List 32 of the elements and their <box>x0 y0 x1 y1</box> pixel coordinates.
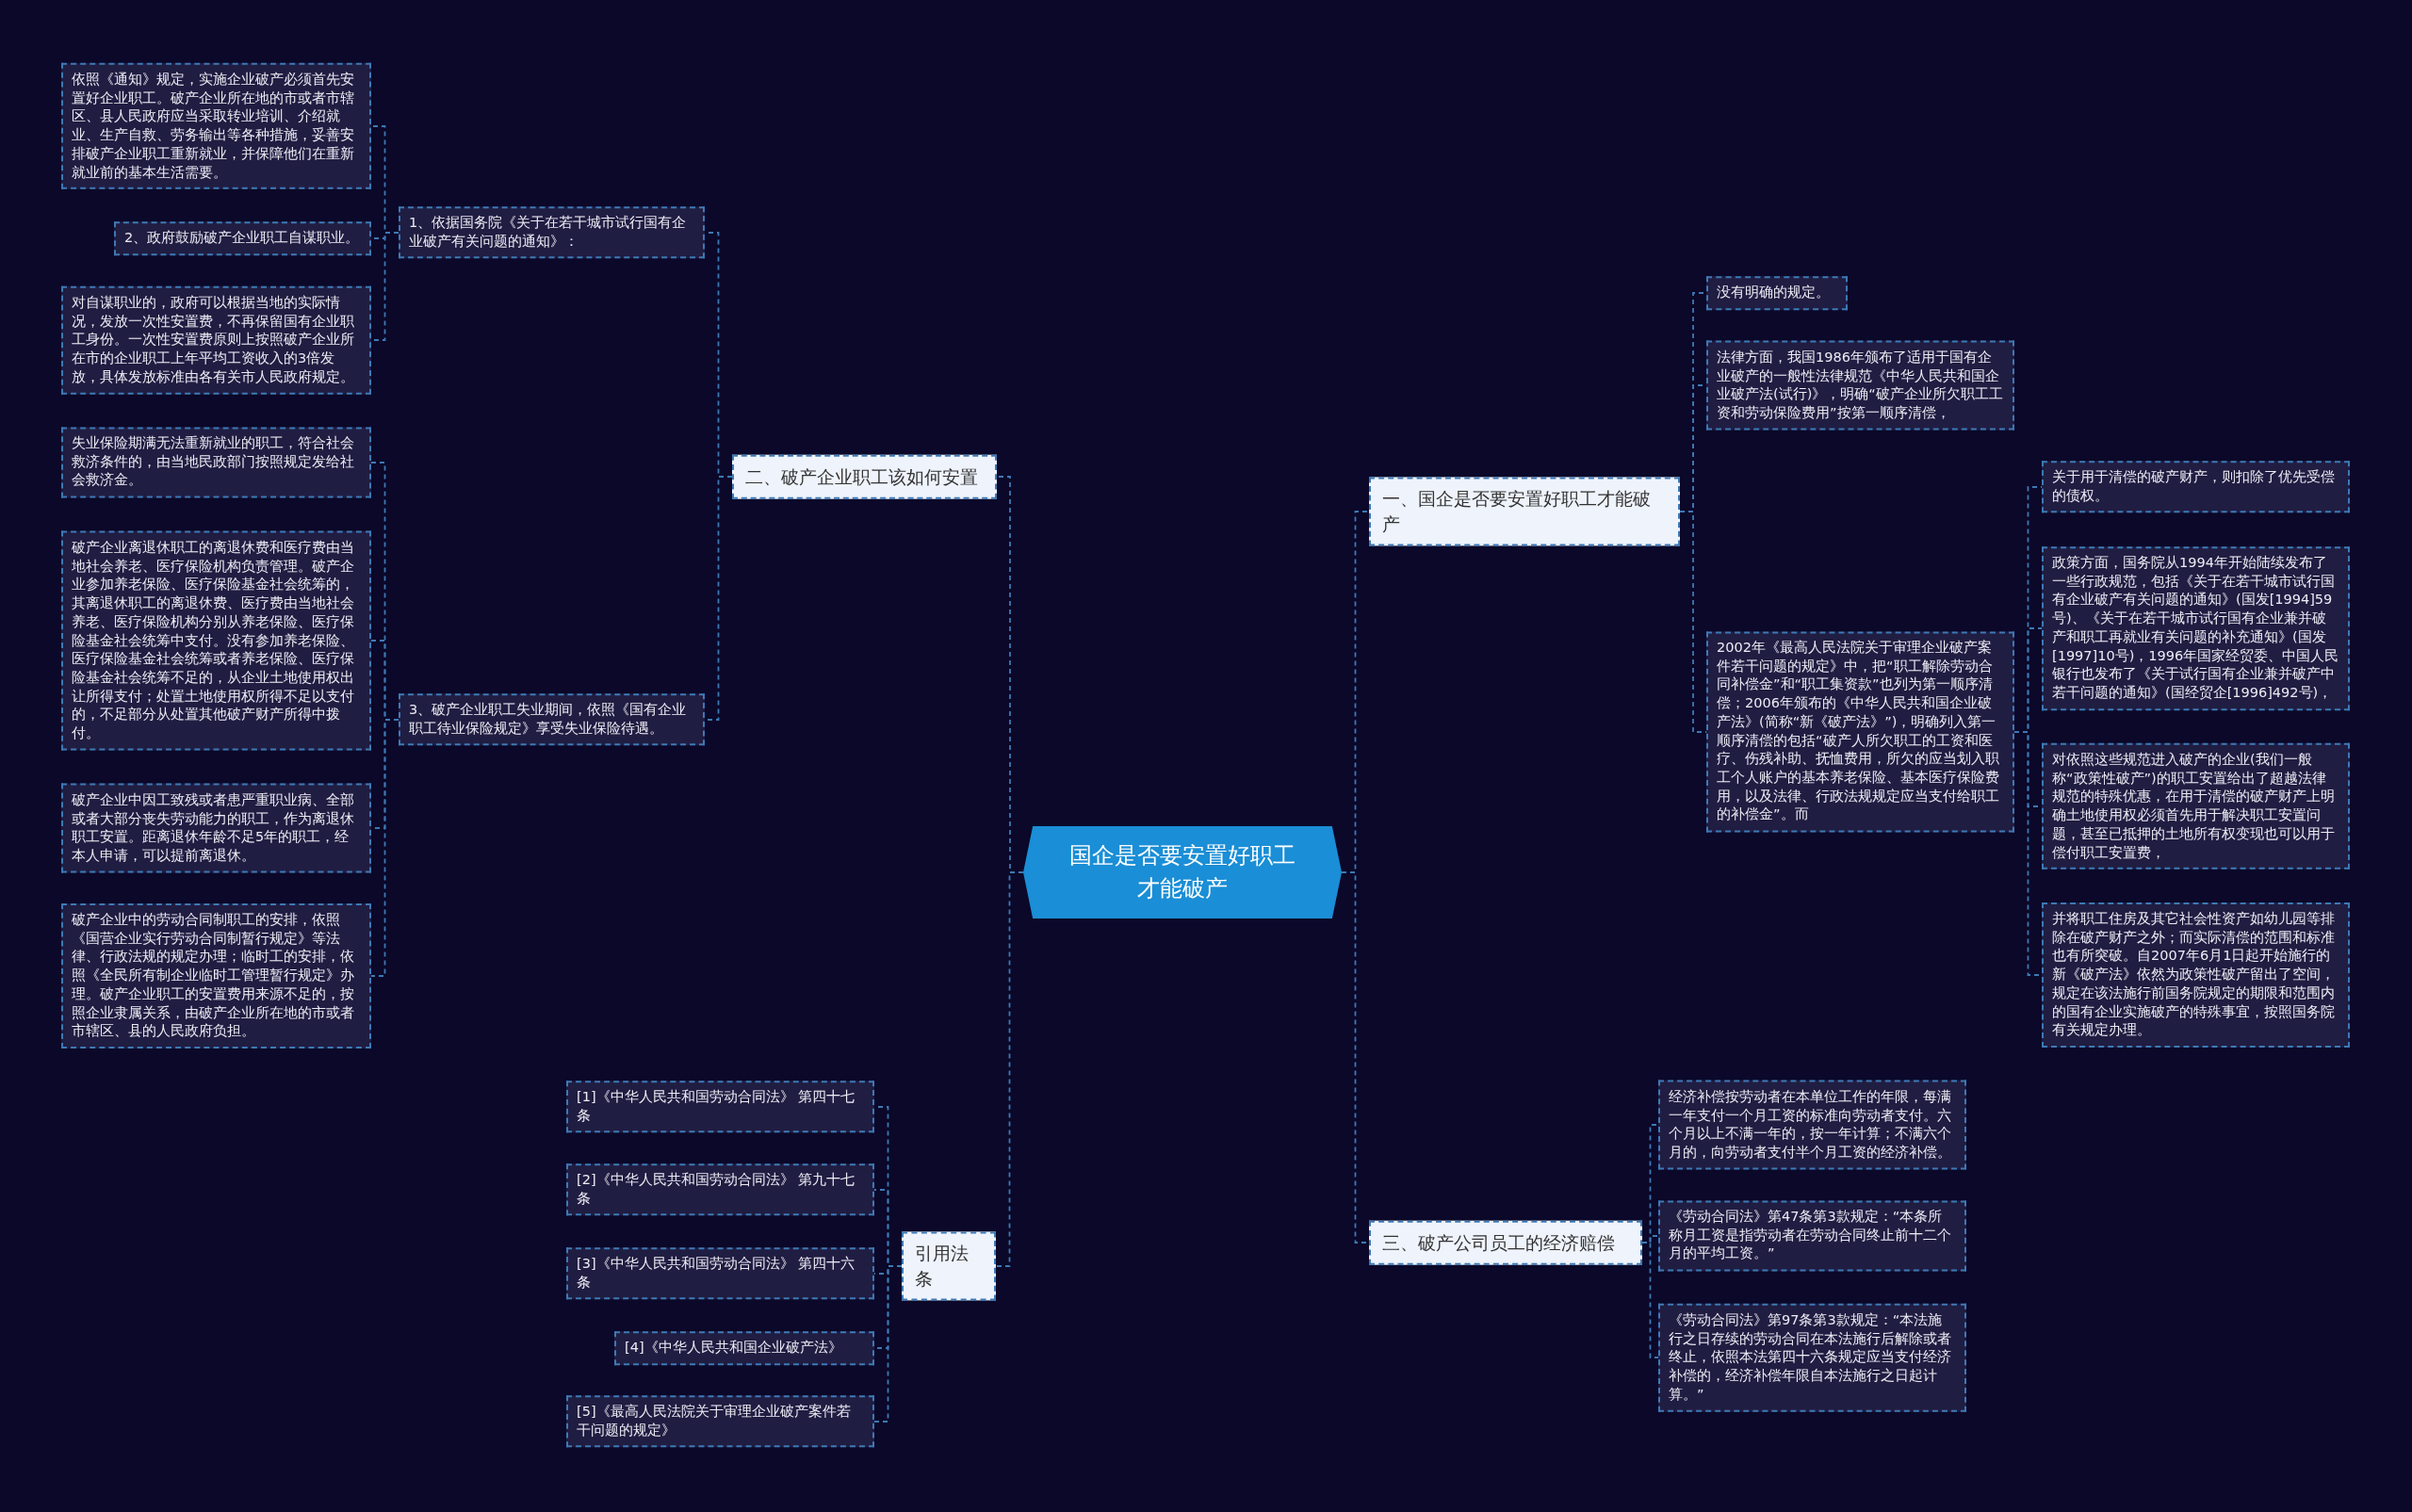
topic-card: [1]《中华人民共和国劳动合同法》 第四十七条 <box>566 1081 874 1133</box>
topic-card: 破产企业中因工致残或者患严重职业病、全部或者大部分丧失劳动能力的职工，作为离退休职工安置。距离退休年龄不足5年的职工，经本人申请，可以提前离退休。 <box>61 783 371 873</box>
topic-card: 1、依据国务院《关于在若干城市试行国有企业破产有关问题的通知》： <box>399 206 705 259</box>
topic-card: 破产企业中的劳动合同制职工的安排，依照《国营企业实行劳动合同制暂行规定》等法律、行政法规的规定办理；临时工的安排，依照《全民所有制企业临时工管理暂行规定》办理。破产企业职工的安置费用来源不足的，按照企业隶属关系，由破产企业所在地的市或者市辖区、县的人民政府负担。 <box>61 903 371 1049</box>
topic-card: 关于用于清偿的破产财产，则扣除了优先受偿的债权。 <box>2042 461 2350 513</box>
central-topic: 国企是否要安置好职工才能破产 <box>1023 826 1342 919</box>
branch-topic: 三、破产公司员工的经济赔偿 <box>1369 1220 1642 1265</box>
topic-card: 依照《通知》规定，实施企业破产必须首先安置好企业职工。破产企业所在地的市或者市辖区、县人民政府应当采取转业培训、介绍就业、生产自救、劳务输出等各种措施，妥善安排破产企业职工重新就业，并保障他们在重新就业前的基本生活需要。 <box>61 62 371 190</box>
branch-topic: 二、破产企业职工该如何安置 <box>732 454 997 499</box>
connector-line <box>370 719 399 977</box>
topic-card: 对自谋职业的，政府可以根据当地的实际情况，发放一次性安置费，不再保留国有企业职工身份。一次性安置费原则上按照破产企业所在市的企业职工上年平均工资收入的3倍发放，具体发放标准由各有关市人民政府规定。 <box>61 285 371 395</box>
topic-card: [2]《中华人民共和国劳动合同法》 第九十七条 <box>566 1163 874 1216</box>
topic-card: [5]《最高人民法院关于审理企业破产案件若干问题的规定》 <box>566 1395 874 1448</box>
topic-card: 3、破产企业职工失业期间，依照《国有企业职工待业保险规定》享受失业保险待遇。 <box>399 693 705 746</box>
topic-card: 经济补偿按劳动者在本单位工作的年限，每满一年支付一个月工资的标准向劳动者支付。六个月以上不满一年的，按一年计算；不满六个月的，向劳动者支付半个月工资的经济补偿。 <box>1658 1080 1966 1170</box>
connector-line <box>873 1265 903 1423</box>
topic-card: 破产企业离退休职工的离退休费和医疗费由当地社会养老、医疗保险机构负责管理。破产企业参加养老保险、医疗保险基金社会统筹的，其离退休职工的离退休费、医疗费由当地社会养老、医疗保险机构分别从养老保险、医疗保险基金社会统筹中支付。没有参加养老保险、医疗保险基金社会统筹或者养老保险、医疗保险基金社会统筹不足的，从企业土地使用权出让所得支付；处置土地使用权所得不足以支付的，不足部分从处置其他破产财产所得中拨付。 <box>61 530 371 751</box>
topic-card: 政策方面，国务院从1994年开始陆续发布了一些行政规范，包括《关于在若干城市试行国有企业破产有关问题的通知》(国发[1994]59号)、《关于在若干城市试行国有企业兼并破产和职工再就业有关问题的补充通知》(国发[1997]10号)，1996年国家经贸委、中国人民银行也发布了《关于试行国有企业兼并破产中若干问题的通知》(国经贸企[1996]492号)， <box>2042 546 2350 710</box>
topic-card: [3]《中华人民共和国劳动合同法》 第四十六条 <box>566 1247 874 1300</box>
topic-card: 没有明确的规定。 <box>1706 276 1848 310</box>
branch-topic: 一、国企是否要安置好职工才能破产 <box>1369 477 1680 546</box>
topic-card: 对依照这些规范进入破产的企业(我们一般称“政策性破产”)的职工安置给出了超越法律规范的特殊优惠，在用于清偿的破产财产上明确土地使用权必须首先用于解决职工安置问题，甚至已抵押的土地所有权变现也可以用于偿付职工安置费， <box>2042 742 2350 870</box>
topic-card: [4]《中华人民共和国企业破产法》 <box>614 1331 874 1365</box>
topic-card: 失业保险期满无法重新就业的职工，符合社会救济条件的，由当地民政部门按照规定发给社会救济金。 <box>61 427 371 498</box>
topic-card: 法律方面，我国1986年颁布了适用于国有企业破产的一般性法律规范《中华人民共和国企业破产法(试行)》，明确“破产企业所欠职工工资和劳动保险费用”按第一顺序清偿， <box>1706 340 2014 431</box>
topic-card: 并将职工住房及其它社会性资产如幼儿园等排除在破产财产之外；而实际清偿的范围和标准也有所突破。自2007年6月1日起开始施行的新《破产法》依然为政策性破产留出了空间，规定在该法施行前国务院规定的期限和范围内的国有企业实施破产的特殊事宜，按照国务院有关规定办理。 <box>2042 902 2350 1048</box>
topic-card: 《劳动合同法》第97条第3款规定：“本法施行之日存续的劳动合同在本法施行后解除或者终止，依照本法第四十六条规定应当支付经济补偿的，经济补偿年限自本法施行之日起计算。” <box>1658 1303 1966 1412</box>
topic-card: 2、政府鼓励破产企业职工自谋职业。 <box>114 221 371 255</box>
topic-card: 《劳动合同法》第47条第3款规定：“本条所称月工资是指劳动者在劳动合同终止前十二个月的平均工资。” <box>1658 1200 1966 1272</box>
connector-line <box>1641 1242 1659 1358</box>
branch-topic: 引用法条 <box>902 1231 996 1301</box>
topic-card: 2002年《最高人民法院关于审理企业破产案件若干问题的规定》中，把“职工解除劳动合同补偿金”和“职工集资款”也列为第一顺序清偿；2006年颁布的《中华人民共和国企业破产法》(简称“新《破产法》”)，明确列入第一顺序清偿的包括“破产人所欠职工的工资和医疗、伤残补助、抚恤费用，所欠的应当划入职工个人账户的基本养老保险、基本医疗保险费用，以及法律、行政法规规定应当支付给职工的补偿金”。而 <box>1706 631 2014 833</box>
